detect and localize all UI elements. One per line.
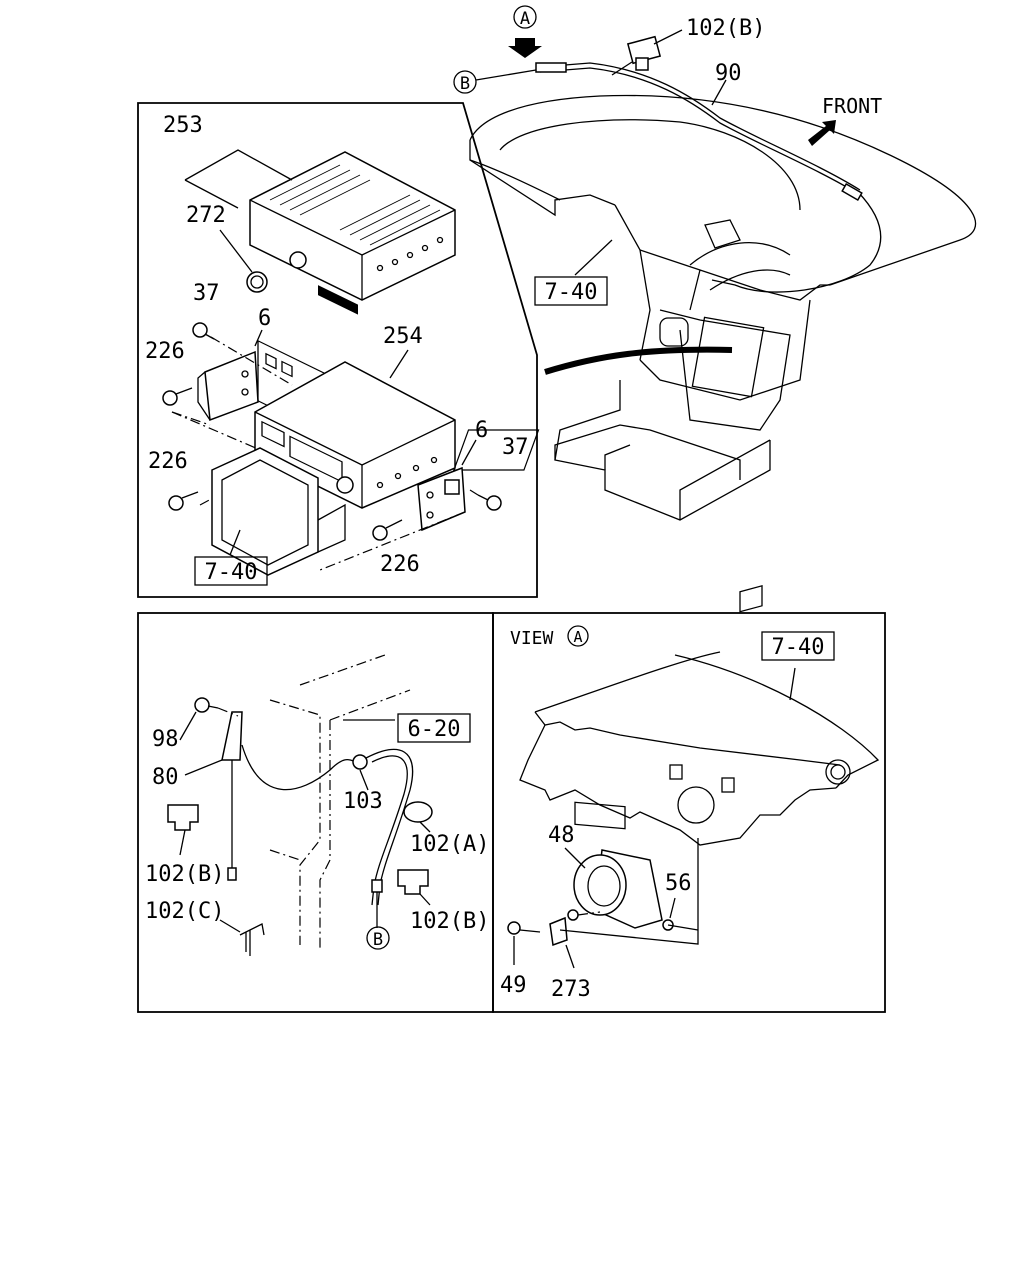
- bracket-6-left: [197, 329, 263, 422]
- screw-226-c: [372, 519, 403, 541]
- label-103: 103: [343, 789, 383, 814]
- connector-b-circle-top: [453, 70, 477, 94]
- label-102b-left: 102(B): [145, 862, 224, 887]
- antenna-feeder-cable: [535, 29, 882, 293]
- connector-b-bottom: B: [366, 926, 390, 950]
- label-37-left: 37: [193, 281, 220, 306]
- clip-102c: [219, 919, 265, 956]
- ref-box-speaker: 7-40: [761, 631, 835, 661]
- speaker-panel-frame: [492, 612, 886, 1013]
- connector-b-circle-bottom: [366, 926, 390, 950]
- ref-antenna-620: 6-20: [408, 717, 461, 742]
- clip-102b-top: [626, 29, 683, 71]
- antenna-pillar-drawing: [167, 654, 433, 956]
- speaker-48: [564, 847, 663, 929]
- connector-b-top: B: [453, 69, 537, 94]
- panel-frames: [137, 102, 886, 1013]
- clip-102b-right: [397, 869, 431, 906]
- label-272: 272: [186, 203, 226, 228]
- screw-37-left: [192, 322, 215, 340]
- label-226-c: 226: [380, 552, 420, 577]
- clip-102a: [403, 801, 433, 833]
- front-label: FRONT: [822, 94, 882, 118]
- label-273: 273: [551, 977, 591, 1002]
- label-226-b: 226: [148, 449, 188, 474]
- screw-226-b: [168, 491, 199, 511]
- clip-102b-left: [167, 804, 199, 856]
- label-226-a: 226: [145, 339, 185, 364]
- label-6-right: 6: [475, 418, 488, 443]
- radio-unit-253: [184, 149, 456, 446]
- label-48: 48: [548, 823, 575, 848]
- label-102b-top: 102(B): [686, 16, 765, 41]
- dashboard-drawing: [453, 94, 977, 521]
- ref-box-antenna: 6-20: [397, 713, 471, 743]
- label-6-left: 6: [258, 306, 271, 331]
- view-a-circle-label: A: [573, 628, 582, 646]
- knob-272: [246, 271, 268, 293]
- radio-panel-frame: [137, 102, 538, 598]
- label-254: 254: [383, 324, 423, 349]
- label-102b-right: 102(B): [410, 909, 489, 934]
- screw-226-a: [162, 387, 193, 406]
- view-a-arrow: A: [508, 5, 542, 58]
- label-98: 98: [152, 727, 179, 752]
- ref-radio-740: 7-40: [205, 560, 258, 585]
- label-49: 49: [500, 973, 527, 998]
- label-90: 90: [715, 61, 742, 86]
- label-37-right: 37: [502, 435, 529, 460]
- view-label: VIEW: [510, 628, 554, 649]
- radio-harness: [544, 346, 733, 375]
- label-102a: 102(A): [410, 832, 489, 857]
- label-102c: 102(C): [145, 899, 224, 924]
- ref-box-radio: 7-40: [194, 556, 268, 586]
- label-56: 56: [665, 871, 692, 896]
- label-80: 80: [152, 765, 179, 790]
- mounting-frame: [211, 447, 346, 576]
- speaker-view-drawing: VIEW A: [507, 584, 880, 969]
- view-a-marker-circle: [513, 5, 537, 29]
- ref-dash-740: 7-40: [545, 280, 598, 305]
- ref-box-dash: 7-40: [534, 276, 608, 306]
- connector-b-label-bottom: B: [373, 930, 383, 950]
- front-arrow: FRONT: [808, 94, 882, 146]
- connector-b-label-top: B: [460, 74, 470, 94]
- screws-radio: [162, 322, 502, 541]
- view-a-marker: A: [520, 9, 530, 29]
- ref-speaker-740: 7-40: [772, 635, 825, 660]
- screw-37-right: [477, 494, 502, 511]
- view-a-circle: [567, 625, 589, 647]
- label-253: 253: [163, 113, 203, 138]
